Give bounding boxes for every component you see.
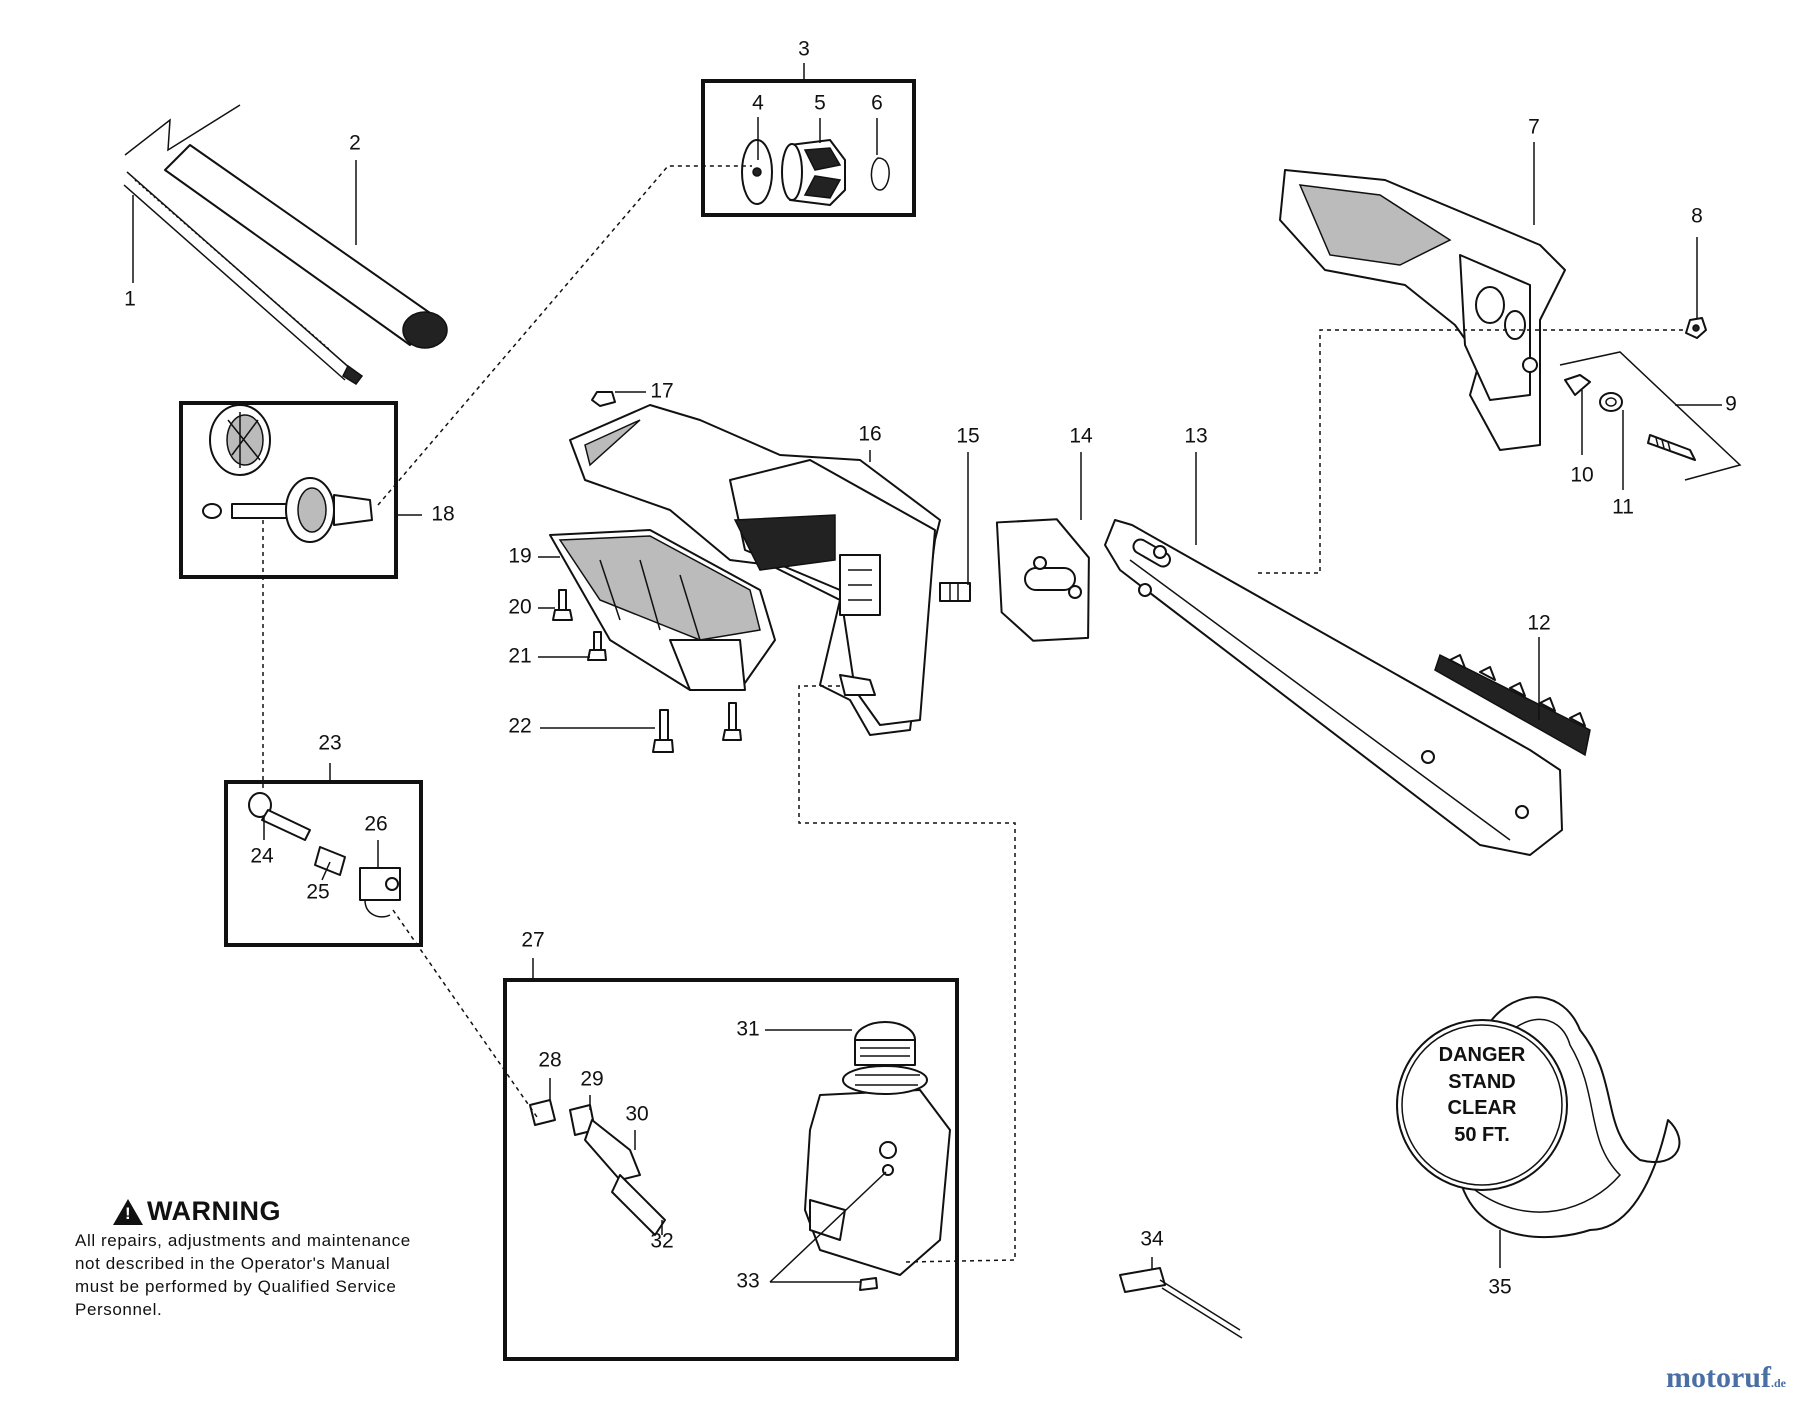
callout-28: 28	[538, 1049, 561, 1072]
callout-26: 26	[364, 813, 387, 836]
callout-10: 10	[1570, 464, 1593, 487]
scabbard	[1396, 996, 1681, 1239]
watermark-suffix: .de	[1771, 1376, 1786, 1390]
washer-11	[1599, 392, 1623, 412]
screws	[552, 589, 742, 753]
warning-notice: ! WARNING All repairs, adjustments and m…	[75, 1196, 415, 1321]
sprocket-group	[741, 139, 890, 206]
nut-17	[591, 391, 616, 407]
stud	[939, 582, 971, 602]
callout-2: 2	[349, 132, 361, 155]
callout-6: 6	[871, 92, 883, 115]
callout-12: 12	[1527, 612, 1550, 635]
box-18	[179, 401, 398, 579]
warning-text: All repairs, adjustments and maintenance…	[75, 1231, 411, 1319]
callout-19: 19	[508, 545, 531, 568]
callout-3: 3	[798, 38, 810, 61]
callout-8: 8	[1691, 205, 1703, 228]
callout-21: 21	[508, 645, 531, 668]
tube-end	[402, 311, 448, 349]
callout-numbers: 1 2 3 4 5 6 7 8 9 10 11 12 13 14 15 16 1…	[124, 38, 1737, 1299]
callout-30: 30	[625, 1103, 648, 1126]
shaft-assembly	[123, 104, 448, 385]
callout-17: 17	[650, 380, 673, 403]
callout-13: 13	[1184, 425, 1207, 448]
callout-34: 34	[1140, 1228, 1164, 1251]
callout-9: 9	[1725, 393, 1737, 416]
callout-25: 25	[306, 881, 329, 904]
callout-22: 22	[508, 715, 531, 738]
box-27	[503, 978, 959, 1361]
warning-title: WARNING	[147, 1196, 281, 1226]
danger-line-4: 50 FT.	[1454, 1124, 1510, 1146]
callout-7: 7	[1528, 116, 1540, 139]
bar-wrench	[1119, 1267, 1243, 1339]
callout-4: 4	[752, 92, 764, 115]
dashed-connectors	[262, 165, 1683, 1263]
bar-plate	[995, 518, 1090, 642]
callout-24: 24	[250, 845, 274, 868]
danger-line-2: STAND	[1448, 1071, 1515, 1093]
warning-heading: ! WARNING	[113, 1196, 415, 1227]
guide-bar	[1104, 519, 1563, 856]
watermark-brand: motoruf	[1666, 1361, 1771, 1394]
box-23	[224, 780, 423, 947]
callout-15: 15	[956, 425, 979, 448]
danger-line-3: CLEAR	[1448, 1097, 1517, 1119]
callout-32: 32	[650, 1230, 673, 1253]
callout-1: 1	[124, 288, 136, 311]
danger-line-1: DANGER	[1439, 1044, 1526, 1066]
box-3	[701, 79, 916, 217]
warning-triangle-icon: !	[113, 1198, 143, 1225]
saw-chain	[1434, 653, 1591, 757]
callout-27: 27	[521, 929, 544, 952]
bar-cover	[1279, 169, 1566, 451]
callout-14: 14	[1069, 425, 1093, 448]
gear-housing	[569, 391, 941, 736]
watermark-logo: motoruf.de	[1666, 1361, 1786, 1395]
screw-9	[1647, 434, 1696, 461]
clip-10	[1564, 374, 1591, 396]
callout-5: 5	[814, 92, 826, 115]
callout-23: 23	[318, 732, 341, 755]
callout-18: 18	[431, 503, 454, 526]
callout-20: 20	[508, 596, 531, 619]
bevel-gear-set	[202, 404, 373, 543]
leader-lines	[132, 63, 1722, 1283]
oil-tank-group	[529, 1021, 951, 1291]
callout-35: 35	[1488, 1276, 1511, 1299]
gear-cover	[549, 529, 776, 691]
callout-16: 16	[858, 423, 881, 446]
oil-pump-group	[248, 792, 401, 918]
callout-29: 29	[580, 1068, 603, 1091]
callout-33: 33	[736, 1270, 759, 1293]
callout-11: 11	[1612, 496, 1634, 519]
callout-31: 31	[736, 1018, 759, 1041]
fastener-set	[1559, 317, 1742, 481]
